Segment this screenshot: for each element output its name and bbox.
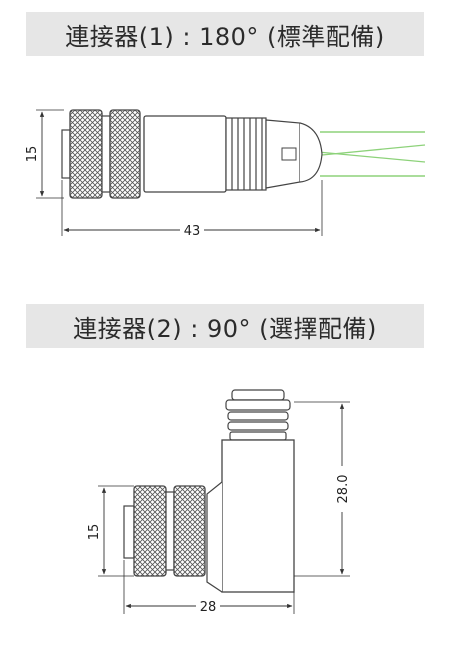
- ribbed-section: [225, 117, 267, 191]
- knurled-ring-4: [173, 485, 206, 577]
- connector-body: [143, 115, 227, 193]
- top-rings: [225, 389, 291, 441]
- connector-90-drawing: 15 28.0 28: [87, 389, 351, 615]
- section-2-title-banner: 連接器(2) : 90° (選擇配備): [26, 304, 424, 348]
- slot: [281, 147, 297, 161]
- height-dimension-label: 15: [25, 146, 40, 163]
- length-dimension: 43: [61, 180, 323, 239]
- knurled-ring-1: [69, 109, 103, 199]
- ring-gap: [101, 115, 111, 193]
- height-dimension-2-label: 15: [87, 524, 102, 541]
- width-dimension: 28: [123, 560, 295, 615]
- section-2-title: 連接器(2) : 90° (選擇配備): [73, 314, 377, 343]
- body-height-dimension-label: 28.0: [336, 475, 351, 504]
- ring-gap-2: [165, 491, 175, 571]
- connector-180-drawing: 15 43: [25, 109, 426, 239]
- height-dimension-2: 15: [87, 485, 134, 577]
- knurled-ring-3: [133, 485, 167, 577]
- section-1-title: 連接器(1) : 180° (標準配備): [65, 22, 385, 51]
- knurled-ring-2: [109, 109, 141, 199]
- height-dimension: 15: [25, 109, 64, 199]
- front-stub: [61, 129, 71, 179]
- section-1-title-banner: 連接器(1) : 180° (標準配備): [26, 12, 424, 56]
- angled-housing: [221, 439, 295, 593]
- length-dimension-label: 43: [184, 224, 201, 239]
- width-dimension-label: 28: [200, 600, 217, 615]
- cable-lines: [317, 131, 426, 177]
- front-stub-2: [123, 505, 135, 559]
- housing-neck: [206, 481, 223, 593]
- cable-exit: [299, 122, 323, 183]
- body-height-dimension: 28.0: [294, 401, 351, 577]
